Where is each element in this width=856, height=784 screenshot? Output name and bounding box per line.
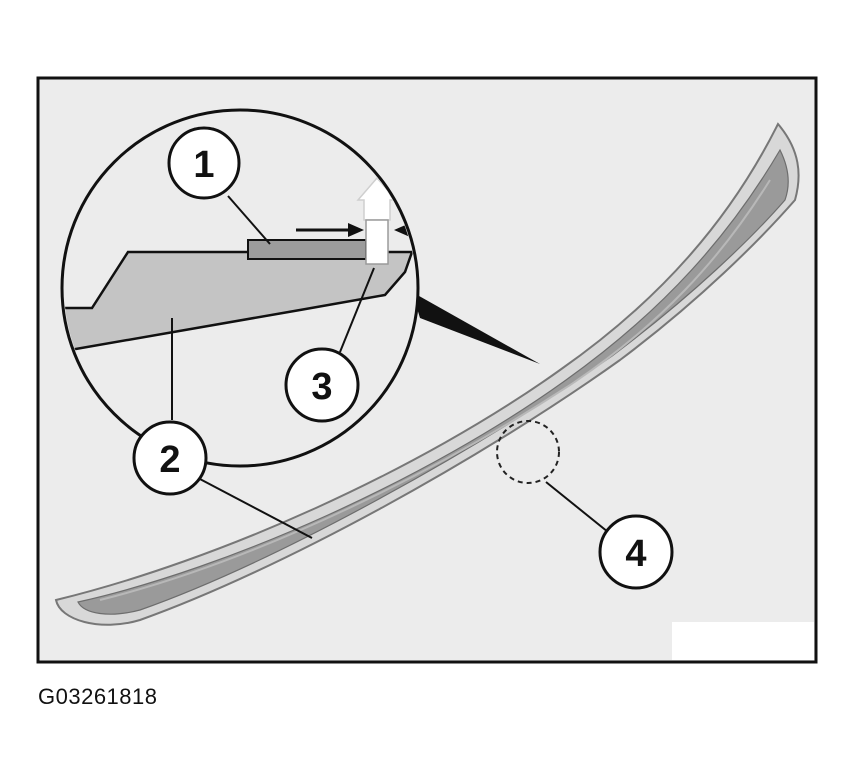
magnifier-pointer bbox=[412, 292, 540, 364]
spoiler-dark-surface bbox=[77, 148, 789, 615]
spoiler-outer-edge bbox=[54, 122, 800, 626]
clip-strip bbox=[247, 239, 367, 260]
callout-1: 1 bbox=[167, 126, 241, 200]
leader-line-3 bbox=[339, 267, 375, 353]
rear-spoiler bbox=[54, 122, 800, 626]
leader-line-2-bottom bbox=[197, 477, 313, 539]
callout-2-label: 2 bbox=[159, 439, 180, 481]
callout-4: 4 bbox=[598, 514, 674, 590]
detail-location-circle bbox=[496, 420, 560, 484]
spoiler-highlight-line bbox=[99, 179, 771, 601]
callout-3: 3 bbox=[284, 347, 360, 423]
frame-mask-patch bbox=[672, 622, 814, 660]
retaining-tab bbox=[365, 219, 389, 265]
callout-1-label: 1 bbox=[193, 144, 214, 186]
leader-line-4 bbox=[545, 481, 609, 533]
callout-4-label: 4 bbox=[625, 533, 646, 575]
leader-line-1 bbox=[227, 195, 271, 245]
spoiler-section-detail bbox=[64, 250, 414, 352]
callout-3-label: 3 bbox=[311, 366, 332, 408]
figure-code: G03261818 bbox=[38, 684, 158, 709]
callout-2: 2 bbox=[132, 420, 208, 496]
